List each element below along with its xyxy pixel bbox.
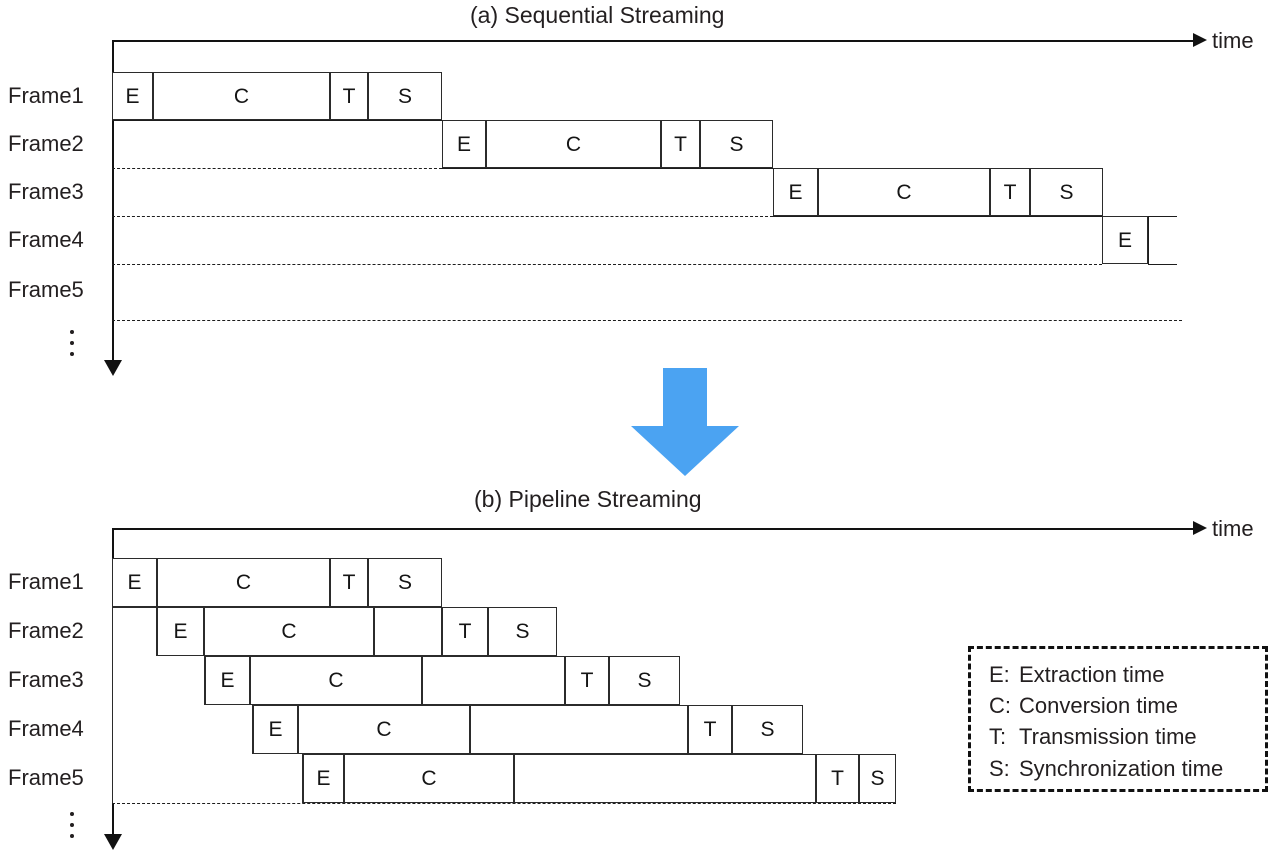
legend-item-T: T: Transmission time bbox=[989, 721, 1249, 752]
panel-a-f2-idle-bottom bbox=[112, 168, 442, 169]
panel-a-f3-seg-C: C bbox=[818, 168, 990, 216]
panel-b-f2-seg-S: S bbox=[488, 607, 557, 656]
panel-a-f3-idle-bottom bbox=[112, 216, 773, 217]
panel-b-f3-seg-E: E bbox=[205, 656, 250, 705]
panel-b-f5-idle-head bbox=[112, 754, 303, 803]
panel-a-f4-tail-divider bbox=[1148, 216, 1149, 264]
panel-a-f1-seg-S: S bbox=[368, 72, 442, 120]
panel-b-frame-label-2: Frame2 bbox=[8, 618, 84, 643]
panel-b-f1-seg-T: T bbox=[330, 558, 368, 607]
panel-a-frame-label-2: Frame2 bbox=[8, 131, 84, 156]
panel-a-f3-seg-E: E bbox=[773, 168, 818, 216]
panel-b-f4-seg-S: S bbox=[732, 705, 803, 754]
panel-b-f3-seg-C: C bbox=[250, 656, 422, 705]
panel-b-f3-idle-head bbox=[112, 656, 205, 705]
panel-b-f1-seg-E: E bbox=[112, 558, 157, 607]
panel-a-f3-idle-top bbox=[442, 168, 773, 169]
panel-a-f2-seg-E: E bbox=[442, 120, 486, 168]
panel-b-f1-seg-C: C bbox=[157, 558, 330, 607]
panel-a-f2-seg-S: S bbox=[700, 120, 773, 168]
panel-b-f5-seg-S: S bbox=[859, 754, 896, 803]
panel-a-f5-idle-bottom bbox=[112, 320, 1182, 321]
panel-a-ellipsis-dots bbox=[70, 330, 74, 356]
panel-b-title: (b) Pipeline Streaming bbox=[474, 486, 702, 512]
panel-b-f1-seg-S: S bbox=[368, 558, 442, 607]
legend-text-T: Transmission time bbox=[1019, 724, 1197, 750]
legend-item-E: E: Extraction time bbox=[989, 659, 1249, 690]
panel-b-f4-idle-head bbox=[112, 705, 253, 754]
panel-b-f5-seg-E: E bbox=[303, 754, 344, 803]
panel-b-f4-seg-C: C bbox=[298, 705, 470, 754]
panel-b-time-axis bbox=[112, 528, 1195, 530]
panel-a-f1-seg-E: E bbox=[112, 72, 153, 120]
panel-a-title: (a) Sequential Streaming bbox=[470, 2, 725, 28]
panel-a-frame-label-5: Frame5 bbox=[8, 277, 84, 302]
panel-b-frame-label-5: Frame5 bbox=[8, 765, 84, 790]
panel-a-f2-seg-C: C bbox=[486, 120, 661, 168]
panel-a-f4-tail-bottom bbox=[1148, 264, 1177, 265]
legend-key-C: C: bbox=[989, 693, 1011, 719]
panel-a-f4-seg-E: E bbox=[1102, 216, 1148, 264]
legend-text-S: Synchronization time bbox=[1019, 755, 1224, 781]
panel-b-f3-seg-T: T bbox=[565, 656, 609, 705]
panel-b-f4-seg-E: E bbox=[253, 705, 298, 754]
panel-a-f4-idle-bottom bbox=[112, 264, 1102, 265]
panel-b-f3-seg-idle bbox=[422, 656, 565, 705]
panel-b-f5-seg-T: T bbox=[816, 754, 859, 803]
panel-b-frame-label-3: Frame3 bbox=[8, 667, 84, 692]
panel-a-frame-axis bbox=[112, 40, 114, 365]
panel-b-frame-label-1: Frame1 bbox=[8, 569, 84, 594]
panel-a-time-axis bbox=[112, 40, 1195, 42]
panel-b-time-arrow-icon bbox=[1193, 521, 1207, 535]
panel-b-f5-seg-idle bbox=[514, 754, 816, 803]
legend-item-S: S: Synchronization time bbox=[989, 753, 1249, 784]
panel-b-f4-seg-T: T bbox=[688, 705, 732, 754]
panel-b-f2-seg-C: C bbox=[204, 607, 374, 656]
legend-item-C: C: Conversion time bbox=[989, 690, 1249, 721]
legend-box: E: Extraction time C: Conversion time T:… bbox=[968, 646, 1268, 792]
panel-b-frame-label-4: Frame4 bbox=[8, 716, 84, 741]
legend-key-S: S: bbox=[989, 755, 1010, 781]
down-arrow-icon bbox=[620, 368, 750, 483]
panel-b-f4-seg-idle bbox=[470, 705, 688, 754]
panel-a-frame-arrow-icon bbox=[104, 360, 122, 376]
panel-b-f5-seg-C: C bbox=[344, 754, 514, 803]
legend-key-E: E: bbox=[989, 662, 1010, 687]
panel-a-f3-seg-S: S bbox=[1030, 168, 1103, 216]
panel-a-f1-seg-C: C bbox=[153, 72, 330, 120]
panel-b-frame-arrow-icon bbox=[104, 834, 122, 850]
panel-a-f1-seg-T: T bbox=[330, 72, 368, 120]
legend-text-E: Extraction time bbox=[1019, 662, 1165, 687]
legend-key-T: T: bbox=[989, 724, 1007, 750]
panel-a-frame-label-1: Frame1 bbox=[8, 83, 84, 108]
panel-b-f5-idle-bottom bbox=[112, 803, 896, 804]
panel-b-f2-seg-idle bbox=[374, 607, 442, 656]
panel-a-time-label: time bbox=[1212, 28, 1254, 53]
panel-a-frame-label-3: Frame3 bbox=[8, 179, 84, 204]
panel-b-f2-idle-head bbox=[112, 607, 157, 656]
panel-a-f2-idle-top bbox=[112, 120, 442, 121]
legend-text-C: Conversion time bbox=[1019, 693, 1178, 719]
panel-a-f2-seg-T: T bbox=[661, 120, 700, 168]
panel-b-time-label: time bbox=[1212, 516, 1254, 541]
panel-b-ellipsis-dots bbox=[70, 812, 74, 838]
panel-a-f4-idle-top bbox=[773, 216, 1177, 217]
panel-a-f3-seg-T: T bbox=[990, 168, 1030, 216]
panel-b-f3-seg-S: S bbox=[609, 656, 680, 705]
panel-a-frame-label-4: Frame4 bbox=[8, 227, 84, 252]
panel-a-time-arrow-icon bbox=[1193, 33, 1207, 47]
panel-b-f2-seg-T: T bbox=[442, 607, 488, 656]
panel-b-f2-seg-E: E bbox=[157, 607, 204, 656]
